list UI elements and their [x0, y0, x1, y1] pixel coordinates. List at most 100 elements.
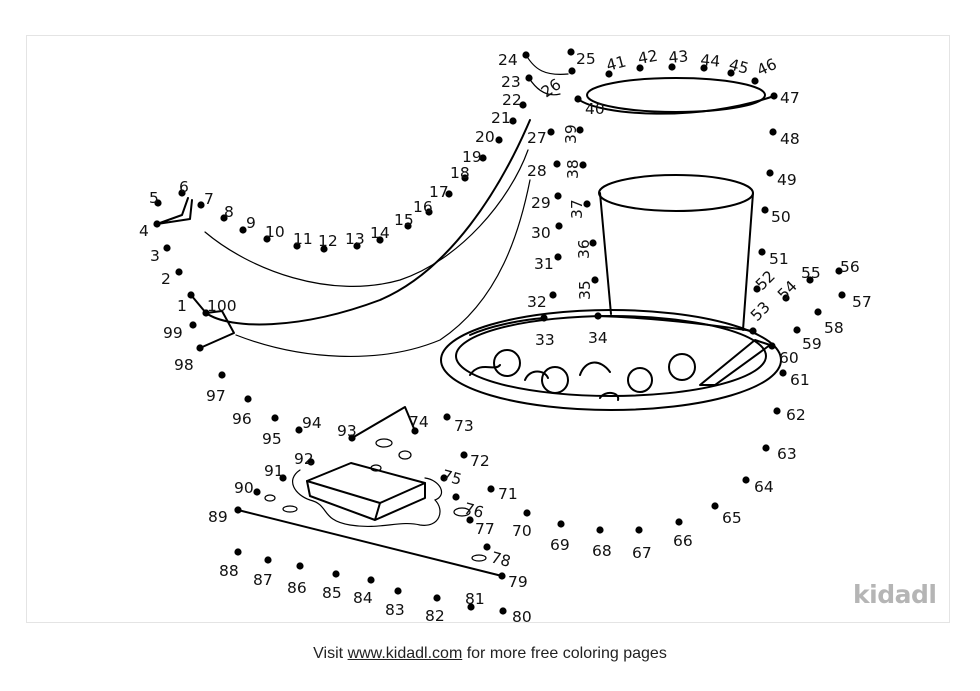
dot-marker: [295, 426, 303, 434]
dot-57: 57: [838, 291, 872, 311]
dot-number-label: 48: [780, 130, 800, 148]
dot-number-label: 33: [535, 331, 555, 349]
dot-25: 25: [567, 48, 596, 68]
dot-marker: [540, 314, 548, 322]
dot-number-label: 85: [322, 584, 342, 602]
dot-80: 80: [499, 607, 532, 626]
dot-marker: [773, 407, 781, 415]
dot-number-label: 54: [774, 277, 801, 304]
dot-26: 26: [538, 67, 576, 101]
dot-marker: [445, 190, 453, 198]
dot-number-label: 99: [163, 324, 183, 342]
dot-marker: [814, 308, 822, 316]
dot-53: 53: [747, 298, 774, 335]
dot-marker: [495, 136, 503, 144]
spoon-in-bowl: [699, 339, 771, 386]
dot-number-label: 88: [219, 562, 239, 580]
dot-marker: [220, 214, 228, 222]
dot-marker: [202, 309, 210, 317]
dot-marker: [293, 242, 301, 250]
dot-marker: [554, 253, 562, 261]
dot-marker: [234, 548, 242, 556]
dot-number-label: 13: [345, 230, 365, 248]
dot-17: 17: [429, 183, 453, 201]
dot-number-label: 94: [302, 414, 322, 432]
dot-71: 71: [487, 485, 518, 503]
dot-marker: [768, 342, 776, 350]
dot-59: 59: [793, 326, 822, 353]
dot-number-label: 9: [246, 214, 256, 232]
dot-number-label: 93: [337, 422, 357, 440]
tray-edge: [237, 509, 503, 577]
dot-number-label: 20: [475, 128, 495, 146]
glass-sides: [599, 192, 754, 331]
dot-number-label: 90: [234, 479, 254, 497]
dot-number-label: 62: [786, 406, 806, 424]
dot-49: 49: [766, 169, 797, 189]
dot-marker: [522, 51, 530, 59]
dot-marker: [727, 69, 735, 77]
dot-marker: [279, 474, 287, 482]
dot-number-label: 4: [139, 222, 149, 240]
dot-marker: [460, 451, 468, 459]
dot-number-label: 17: [429, 183, 449, 201]
dot-number-label: 53: [747, 298, 774, 325]
dot-marker: [749, 327, 757, 335]
dot-42: 42: [636, 47, 659, 72]
dot-number-label: 55: [801, 264, 821, 282]
line-1-100: [190, 294, 207, 314]
dot-marker: [838, 291, 846, 299]
footer-text: Visit www.kidadl.com for more free color…: [0, 645, 980, 663]
dot-38: 38: [564, 159, 587, 179]
dot-93: 93: [337, 422, 357, 442]
dot-marker: [668, 63, 676, 71]
dot-number-label: 98: [174, 356, 194, 374]
dot-marker: [196, 344, 204, 352]
dot-number-label: 59: [802, 335, 822, 353]
dot-number-label: 35: [576, 280, 594, 300]
dot-number-label: 12: [318, 232, 338, 250]
dot-marker: [769, 128, 777, 136]
dot-73: 73: [443, 413, 474, 435]
glass-top-ellipse: [598, 174, 754, 212]
dot-marker: [711, 502, 719, 510]
dot-70: 70: [512, 509, 532, 540]
dot-marker: [234, 506, 242, 514]
kidadl-website-link[interactable]: www.kidadl.com: [347, 645, 463, 662]
dot-marker: [467, 603, 475, 611]
dot-marker: [782, 294, 790, 302]
dot-number-label: 100: [207, 297, 237, 315]
dot-number-label: 74: [409, 413, 429, 431]
dot-marker: [178, 189, 186, 197]
dot-marker: [187, 291, 195, 299]
dot-77: 77: [466, 516, 495, 538]
partial-artwork: [156, 54, 782, 577]
dot-99: 99: [163, 321, 197, 342]
bubble: [264, 494, 276, 502]
dot-number-label: 36: [575, 239, 593, 259]
dot-28: 28: [527, 160, 561, 180]
dot-marker: [605, 70, 613, 78]
dot-marker: [525, 74, 533, 82]
spoon-handle-inner-outline: [204, 149, 529, 287]
dot-marker: [770, 92, 778, 100]
dot-marker: [547, 128, 555, 136]
dot-100: 100: [202, 297, 237, 317]
dot-51: 51: [758, 248, 789, 268]
dot-marker: [766, 169, 774, 177]
dot-9: 9: [239, 214, 256, 234]
sponge-sides: [306, 480, 426, 521]
dot-78: 78: [483, 543, 513, 571]
dot-marker: [175, 268, 183, 276]
dot-37: 37: [568, 199, 591, 219]
dot-number-label: 19: [462, 148, 482, 166]
dot-marker: [751, 77, 759, 85]
dot-marker: [425, 208, 433, 216]
dot-marker: [479, 154, 487, 162]
dot-10: 10: [263, 223, 285, 243]
bubble: [282, 505, 298, 513]
dot-55: 55: [801, 264, 821, 284]
handle-top-curves: [525, 54, 569, 96]
